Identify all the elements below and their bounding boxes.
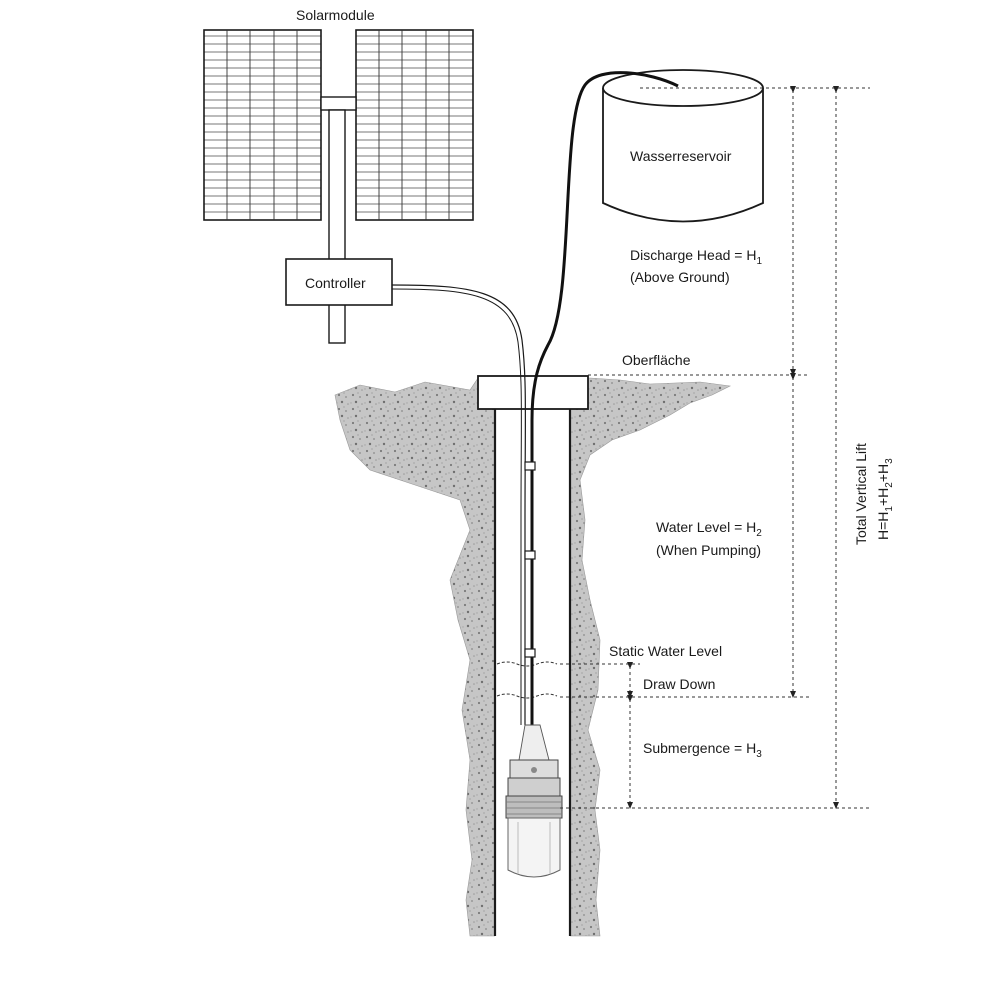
total-vertical-lift-formula: H=H1+H2+H3 [875, 458, 895, 540]
pipe-clamp [524, 648, 536, 658]
surface-label: Oberfläche [622, 352, 691, 368]
pumping-water-line [496, 693, 558, 699]
water-level-label: Water Level = H2 [656, 519, 762, 539]
discharge-head-label: Discharge Head = H1 [630, 247, 762, 267]
submersible-pump [505, 724, 563, 878]
submergence-label: Submergence = H3 [643, 740, 762, 760]
water-reservoir [602, 69, 764, 223]
solar-panel-right [355, 29, 474, 221]
total-vertical-lift-label: Total Vertical Lift [853, 443, 869, 545]
pipe-clamp [524, 461, 536, 471]
controller-box [285, 258, 393, 306]
panel-crossbar [320, 96, 357, 111]
solar-module-label: Solarmodule [296, 7, 375, 23]
static-water-line [496, 661, 558, 667]
static-water-level-label: Static Water Level [609, 643, 722, 659]
pipe-clamp [524, 550, 536, 560]
discharge-head-sublabel: (Above Ground) [630, 269, 730, 285]
discharge-pipe [530, 71, 679, 780]
reservoir-label: Wasserreservoir [630, 148, 732, 164]
water-level-sublabel: (When Pumping) [656, 542, 761, 558]
controller-cable [391, 284, 526, 725]
panel-pole [328, 109, 346, 344]
draw-down-label: Draw Down [643, 676, 715, 692]
solar-panel-left [203, 29, 322, 221]
controller-label: Controller [305, 275, 366, 291]
